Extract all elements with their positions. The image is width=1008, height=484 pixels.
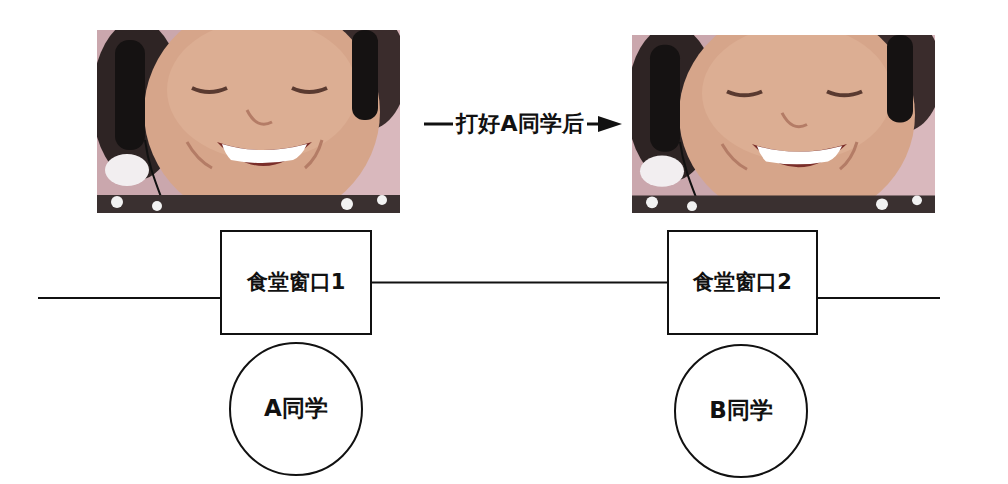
student-name: B同学 — [709, 397, 773, 425]
photo — [627, 6, 942, 224]
counter-line — [372, 282, 667, 284]
circle-outline — [675, 345, 807, 477]
counter-line — [38, 297, 221, 299]
window-box: 食堂窗口1 — [220, 230, 372, 335]
photo — [92, 0, 407, 224]
arrow-head — [598, 116, 622, 132]
student-circle: B同学 — [674, 344, 808, 478]
window-label: 食堂窗口1 — [247, 270, 346, 295]
arrow-caption: 打好A同学后 — [453, 111, 586, 137]
counter-line — [817, 297, 940, 299]
window-box: 食堂窗口2 — [667, 230, 818, 335]
circle-outline — [230, 343, 362, 475]
student-name: A同学 — [264, 395, 328, 423]
window-label: 食堂窗口2 — [693, 270, 792, 295]
student-circle: A同学 — [229, 342, 363, 476]
